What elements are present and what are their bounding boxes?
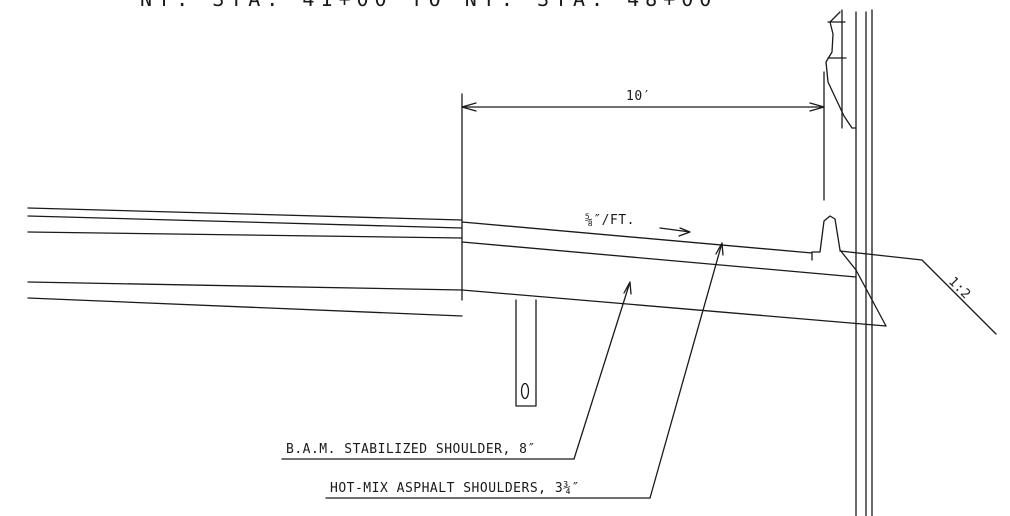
underdrain-pipe: [515, 299, 537, 407]
curb: [811, 215, 857, 271]
dimension-label: 10′: [626, 89, 651, 104]
leader-hma: [649, 242, 724, 499]
stabilized-shoulder-bottom: [461, 289, 887, 327]
stabilized-shoulder-label: B.A.M. STABILIZED SHOULDER, 8″: [286, 442, 536, 457]
shoulder-edge-taper: [855, 269, 887, 327]
existing-pavement: [27, 207, 463, 317]
slope-label: ⅝″/FT.: [585, 213, 635, 228]
side-slope-line: [839, 250, 997, 335]
leader-stabilized: [573, 281, 632, 460]
side-slope-label: 1:2: [945, 274, 973, 302]
shoulder-layers: [461, 221, 887, 327]
title-fragment: NT. STA. 41+00 TO NT. STA. 48+00: [140, 0, 717, 11]
barrier-wall: [825, 9, 873, 516]
hma-shoulders-label: HOT-MIX ASPHALT SHOULDERS, 3¾″: [330, 481, 580, 496]
slope-arrow: [659, 227, 691, 237]
hma-shoulder-surface: [461, 221, 813, 254]
width-dimension: 10′: [461, 71, 825, 201]
hma-shoulder-bottom: [461, 241, 857, 278]
